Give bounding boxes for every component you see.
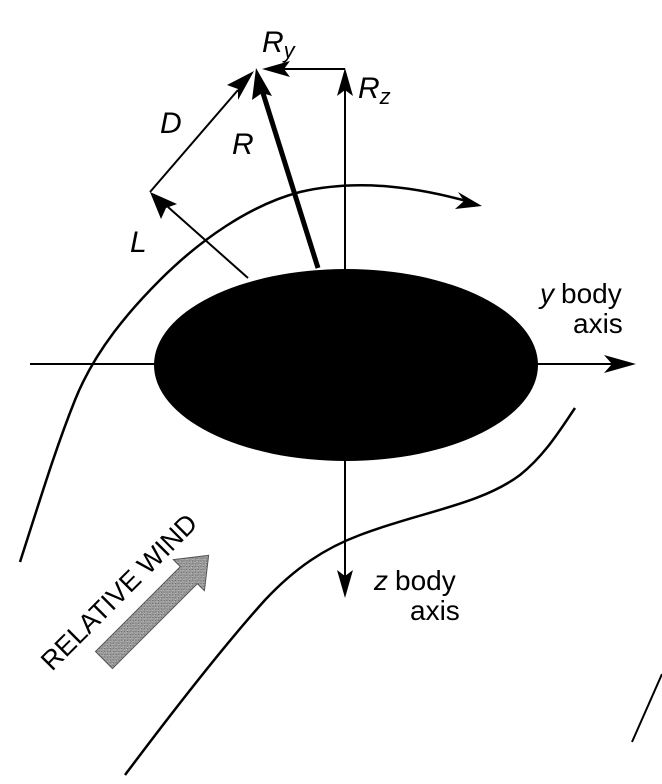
z-axis-arrowhead <box>337 570 353 598</box>
upper-streamline-arrowhead <box>455 192 482 209</box>
lower-streamline <box>124 407 577 776</box>
drag-d-arrowhead <box>227 71 254 100</box>
d-label: D <box>160 107 182 140</box>
lift-l-line <box>167 206 249 279</box>
relative-wind-arrow <box>94 554 210 670</box>
resultant-r-line <box>259 89 321 269</box>
drag-d-line <box>149 89 239 193</box>
y-axis-arrowhead <box>604 355 636 373</box>
upper-streamline <box>18 184 471 563</box>
ry-arrowhead <box>262 61 290 77</box>
r-label: R <box>232 128 254 161</box>
body-cross-section <box>154 269 538 461</box>
stray-stroke <box>631 673 662 743</box>
rz-arrowhead <box>337 68 353 96</box>
rz-label: Rz <box>358 72 391 109</box>
z-body-axis-label-line2: axis <box>410 595 460 626</box>
resultant-r-arrowhead <box>252 68 272 100</box>
y-body-axis-label-line2: axis <box>573 308 623 339</box>
ry-label: Ry <box>262 26 297 63</box>
lift-l-arrowhead <box>150 192 177 219</box>
l-label: L <box>130 226 147 259</box>
